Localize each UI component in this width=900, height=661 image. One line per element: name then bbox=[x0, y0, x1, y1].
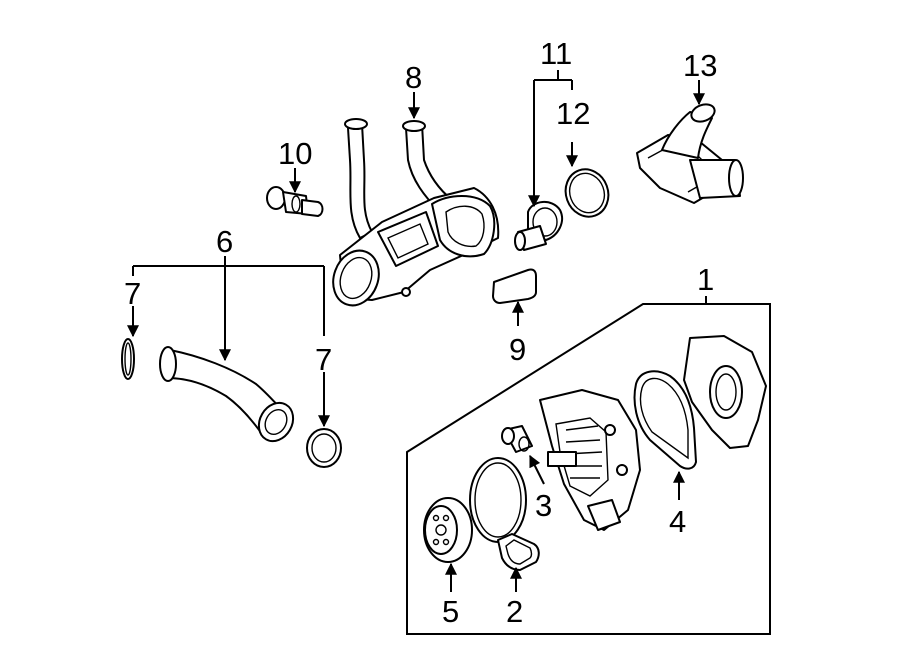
pump-back-plate bbox=[683, 335, 767, 449]
thermostat-housing-outlet bbox=[636, 103, 744, 204]
callout-labels: 1 2 3 4 5 6 7 7 8 9 10 11 12 13 bbox=[124, 36, 717, 629]
bleed-screw bbox=[266, 186, 324, 217]
callout-1: 1 bbox=[697, 262, 714, 297]
callout-7-left: 7 bbox=[124, 276, 141, 311]
callout-5: 5 bbox=[442, 594, 459, 629]
callout-10: 10 bbox=[278, 136, 312, 171]
callout-11: 11 bbox=[540, 36, 572, 71]
water-outlet-housing bbox=[332, 118, 500, 307]
callout-6: 6 bbox=[216, 224, 233, 259]
o-ring-7-left bbox=[121, 338, 135, 380]
o-ring-12 bbox=[564, 168, 610, 218]
pump-gasket bbox=[633, 370, 697, 470]
gasket-9 bbox=[492, 268, 537, 304]
callout-7-right: 7 bbox=[315, 342, 332, 377]
callout-12: 12 bbox=[556, 96, 590, 131]
pump-body bbox=[539, 389, 641, 531]
callout-3: 3 bbox=[535, 488, 552, 523]
callout-4: 4 bbox=[669, 504, 686, 539]
leader-lines bbox=[127, 70, 707, 592]
pump-pulley bbox=[423, 497, 473, 563]
pump-plug bbox=[501, 425, 533, 453]
inlet-pipe bbox=[159, 346, 295, 443]
callout-9: 9 bbox=[509, 332, 526, 367]
callout-8: 8 bbox=[405, 60, 422, 95]
callout-2: 2 bbox=[506, 594, 523, 629]
pump-seal bbox=[469, 457, 540, 571]
thermostat bbox=[514, 201, 564, 251]
o-ring-7-right bbox=[306, 428, 342, 468]
callout-13: 13 bbox=[683, 48, 717, 83]
